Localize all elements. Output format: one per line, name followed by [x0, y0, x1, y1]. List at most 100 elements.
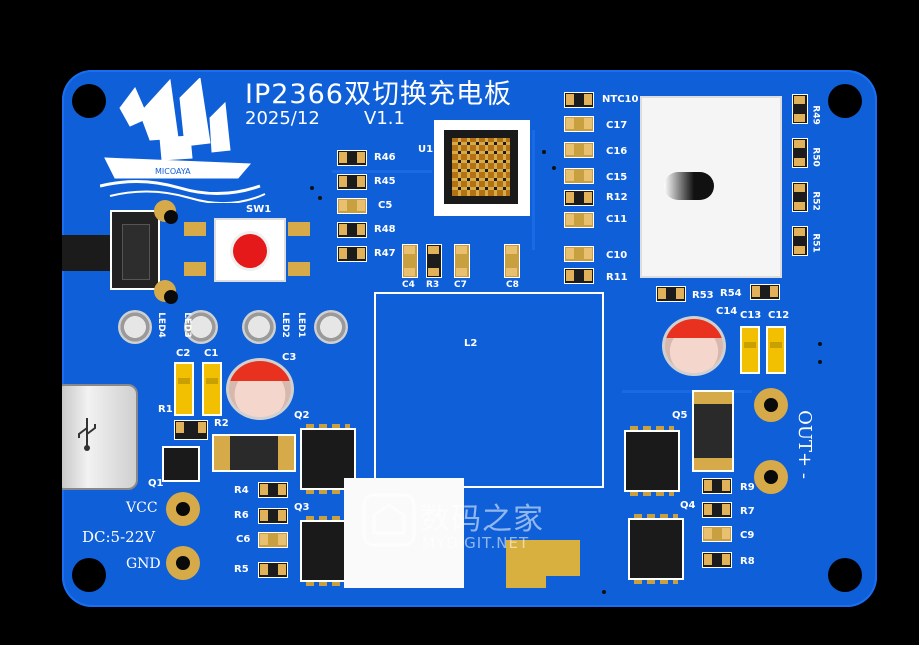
c10-label: C10 — [606, 250, 628, 261]
board-title: IP2366双切换充电板 — [245, 79, 512, 110]
mounting-hole-bl — [72, 558, 106, 592]
switch-pad-top — [154, 200, 178, 224]
vcc-pad[interactable] — [166, 492, 200, 526]
r9-label: R9 — [740, 482, 755, 493]
c3-label: C3 — [282, 352, 297, 363]
c14-label: C14 — [716, 306, 738, 317]
gnd-label: GND — [126, 556, 161, 572]
via — [552, 166, 556, 170]
r52-label: R52 — [810, 191, 821, 211]
r1-label: R1 — [158, 404, 173, 415]
out-label: OUT+ - — [793, 410, 815, 479]
q5-label: Q5 — [672, 410, 688, 421]
c5-label: C5 — [378, 200, 393, 211]
ic-u1-ip2366 — [434, 120, 530, 216]
c11-label: C11 — [606, 214, 628, 225]
via — [818, 360, 822, 364]
watermark-sub: MYDIGIT.NET — [422, 534, 530, 552]
r7-label: R7 — [740, 506, 755, 517]
slide-switch-body — [110, 210, 160, 290]
r3-label: R3 — [426, 280, 440, 290]
trace — [622, 390, 752, 393]
sw1-button-cap — [233, 234, 267, 268]
c16-label: C16 — [606, 146, 628, 157]
vcc-label: VCC — [126, 500, 158, 516]
capacitor-c5 — [337, 198, 367, 214]
resistor-r9 — [702, 478, 732, 494]
c7-label: C7 — [454, 280, 467, 290]
trace — [532, 130, 535, 250]
mounting-hole-tr — [828, 84, 862, 118]
c15-label: C15 — [606, 172, 628, 183]
electrolytic-c3 — [226, 358, 294, 420]
capacitor-c4 — [402, 244, 418, 278]
pcb-board: MICOAYA IP2366双切换充电板 2025/12 V1.1 SW1 LE… — [62, 70, 877, 607]
usb-c-connector[interactable] — [62, 384, 138, 490]
watermark-logo-icon — [362, 493, 416, 547]
resistor-r46 — [337, 150, 367, 166]
q2-label: Q2 — [294, 410, 310, 421]
q1-label: Q1 — [148, 478, 164, 489]
resistor-r3 — [426, 244, 442, 278]
trace — [332, 170, 432, 173]
r47-label: R47 — [374, 248, 396, 259]
c6-label: C6 — [236, 534, 251, 545]
out-plus-pad[interactable] — [754, 388, 788, 422]
capacitor-c13 — [740, 326, 760, 374]
resistor-r6 — [258, 508, 288, 524]
via — [818, 342, 822, 346]
sw1-label: SW1 — [246, 204, 272, 215]
r12-label: R12 — [606, 192, 628, 203]
resistor-r12 — [564, 190, 594, 206]
slide-switch-knob — [122, 224, 150, 280]
q3-label: Q3 — [294, 502, 310, 513]
resistor-r7 — [702, 502, 732, 518]
via — [602, 590, 606, 594]
capacitor-c8 — [504, 244, 520, 278]
capacitor-c10 — [564, 246, 594, 262]
capacitor-c1 — [202, 362, 222, 416]
board-date: 2025/12 — [245, 108, 320, 129]
gnd-pad[interactable] — [166, 546, 200, 580]
capacitor-c7 — [454, 244, 470, 278]
out-minus-pad[interactable] — [754, 460, 788, 494]
capacitor-c2 — [174, 362, 194, 416]
c9-label: C9 — [740, 530, 755, 541]
l2-label: L2 — [464, 338, 478, 349]
toggle-switch[interactable] — [640, 96, 782, 278]
logo-text: MICOAYA — [155, 167, 191, 176]
resistor-r5 — [258, 562, 288, 578]
r51-label: R51 — [810, 233, 821, 253]
resistor-r2 — [212, 434, 296, 472]
ntc10-label: NTC10 — [602, 94, 639, 105]
capacitor-c16 — [564, 142, 594, 158]
capacitor-c15 — [564, 168, 594, 184]
slide-switch[interactable] — [62, 235, 110, 271]
led3-label: LED3 — [181, 312, 192, 338]
ship-logo-icon: MICOAYA — [100, 78, 266, 203]
via — [542, 150, 546, 154]
switch-pad-bottom — [154, 280, 178, 304]
resistor-r4 — [258, 482, 288, 498]
led1 — [314, 310, 348, 344]
r4-label: R4 — [234, 485, 249, 496]
capacitor-c17 — [564, 116, 594, 132]
r11-label: R11 — [606, 272, 628, 283]
dc-range-label: DC:5-22V — [82, 528, 156, 546]
r49-label: R49 — [810, 105, 821, 125]
resistor-r52 — [792, 182, 808, 212]
sw1-push-button[interactable] — [214, 218, 286, 282]
electrolytic-c14 — [662, 316, 726, 376]
led2 — [242, 310, 276, 344]
resistor-r53 — [656, 286, 686, 302]
sw1-pads — [184, 220, 310, 276]
ic-q1 — [162, 446, 200, 482]
capacitor-c6 — [258, 532, 288, 548]
resistor-r51 — [792, 226, 808, 256]
r5-label: R5 — [234, 564, 249, 575]
led3 — [184, 310, 218, 344]
toggle-lever — [664, 172, 714, 200]
mosfet-q4 — [628, 514, 684, 584]
c1-label: C1 — [204, 348, 219, 359]
resistor-r49 — [792, 94, 808, 124]
